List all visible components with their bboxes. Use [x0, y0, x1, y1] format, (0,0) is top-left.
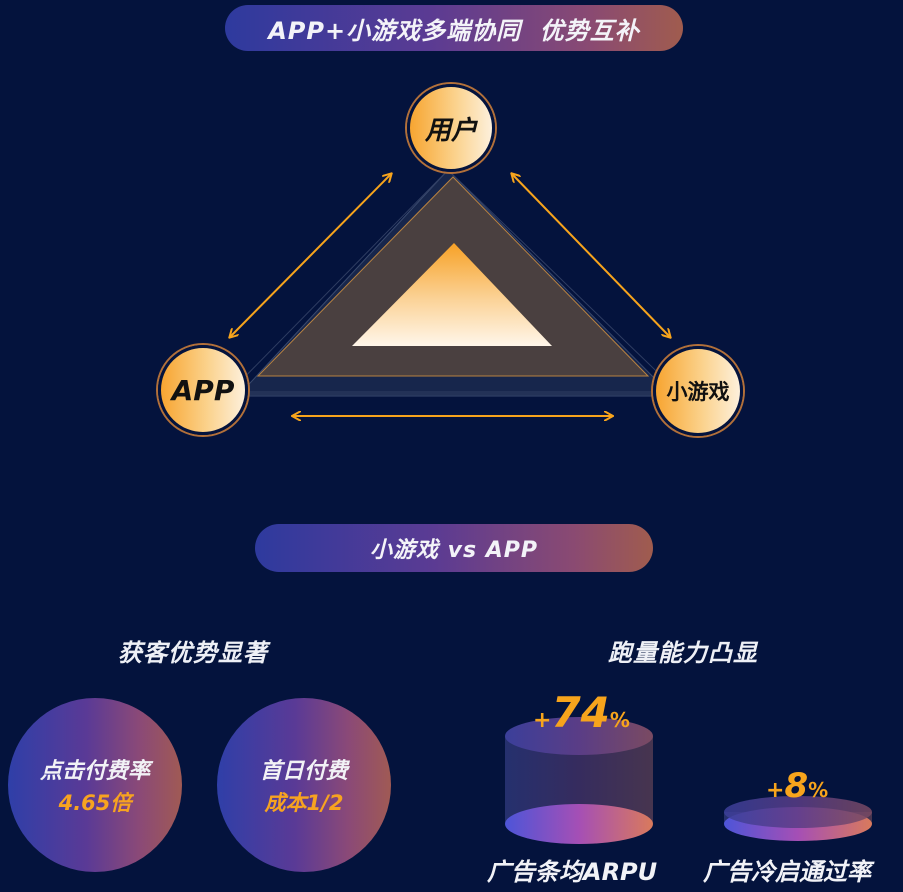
percent-sign: % [808, 778, 829, 802]
node-user: 用户 [407, 84, 495, 172]
metric-cold-start-increase: + 8 % [766, 766, 828, 806]
volume-section-title: 跑量能力凸显 [608, 639, 758, 667]
label-ad-arpu: 广告条均ARPU [487, 858, 658, 886]
arrow-user-game [512, 174, 670, 337]
arrow-user-app [230, 174, 391, 337]
label-ad-cold-start-rate: 广告冷启通过率 [703, 858, 871, 886]
node-user-label: 用户 [424, 115, 477, 146]
stat-label: 点击付费率 [39, 759, 150, 784]
plus-sign: + [766, 778, 785, 803]
node-app-label: APP [171, 373, 235, 407]
comparison-banner: 小游戏 vs APP [255, 524, 653, 572]
stat-circle-first-day-pay: 首日付费 成本1/2 [217, 698, 391, 872]
title-banner: APP+小游戏多端协同 优势互补 [225, 5, 683, 51]
stat-label: 首日付费 [259, 759, 348, 784]
plus-sign: + [533, 708, 552, 733]
node-app: APP [158, 345, 248, 435]
node-mini-game: 小游戏 [653, 346, 743, 436]
acquisition-section-title: 获客优势显著 [118, 639, 268, 667]
stat-circle-click-pay-rate: 点击付费率 4.65倍 [8, 698, 182, 872]
percent-sign: % [609, 708, 630, 732]
metric-number: 74 [551, 688, 610, 737]
title-text: APP+小游戏多端协同 优势互补 [268, 16, 640, 45]
inner-triangle [352, 243, 552, 346]
comparison-title: 小游戏 vs APP [369, 538, 539, 563]
node-mini-game-label: 小游戏 [666, 380, 730, 404]
stat-value: 成本1/2 [264, 791, 344, 815]
metric-arpu-increase: + 74 % [533, 688, 630, 737]
stat-value: 4.65倍 [58, 791, 132, 815]
synergy-triangle-diagram [226, 169, 682, 520]
metric-number: 8 [784, 766, 809, 806]
